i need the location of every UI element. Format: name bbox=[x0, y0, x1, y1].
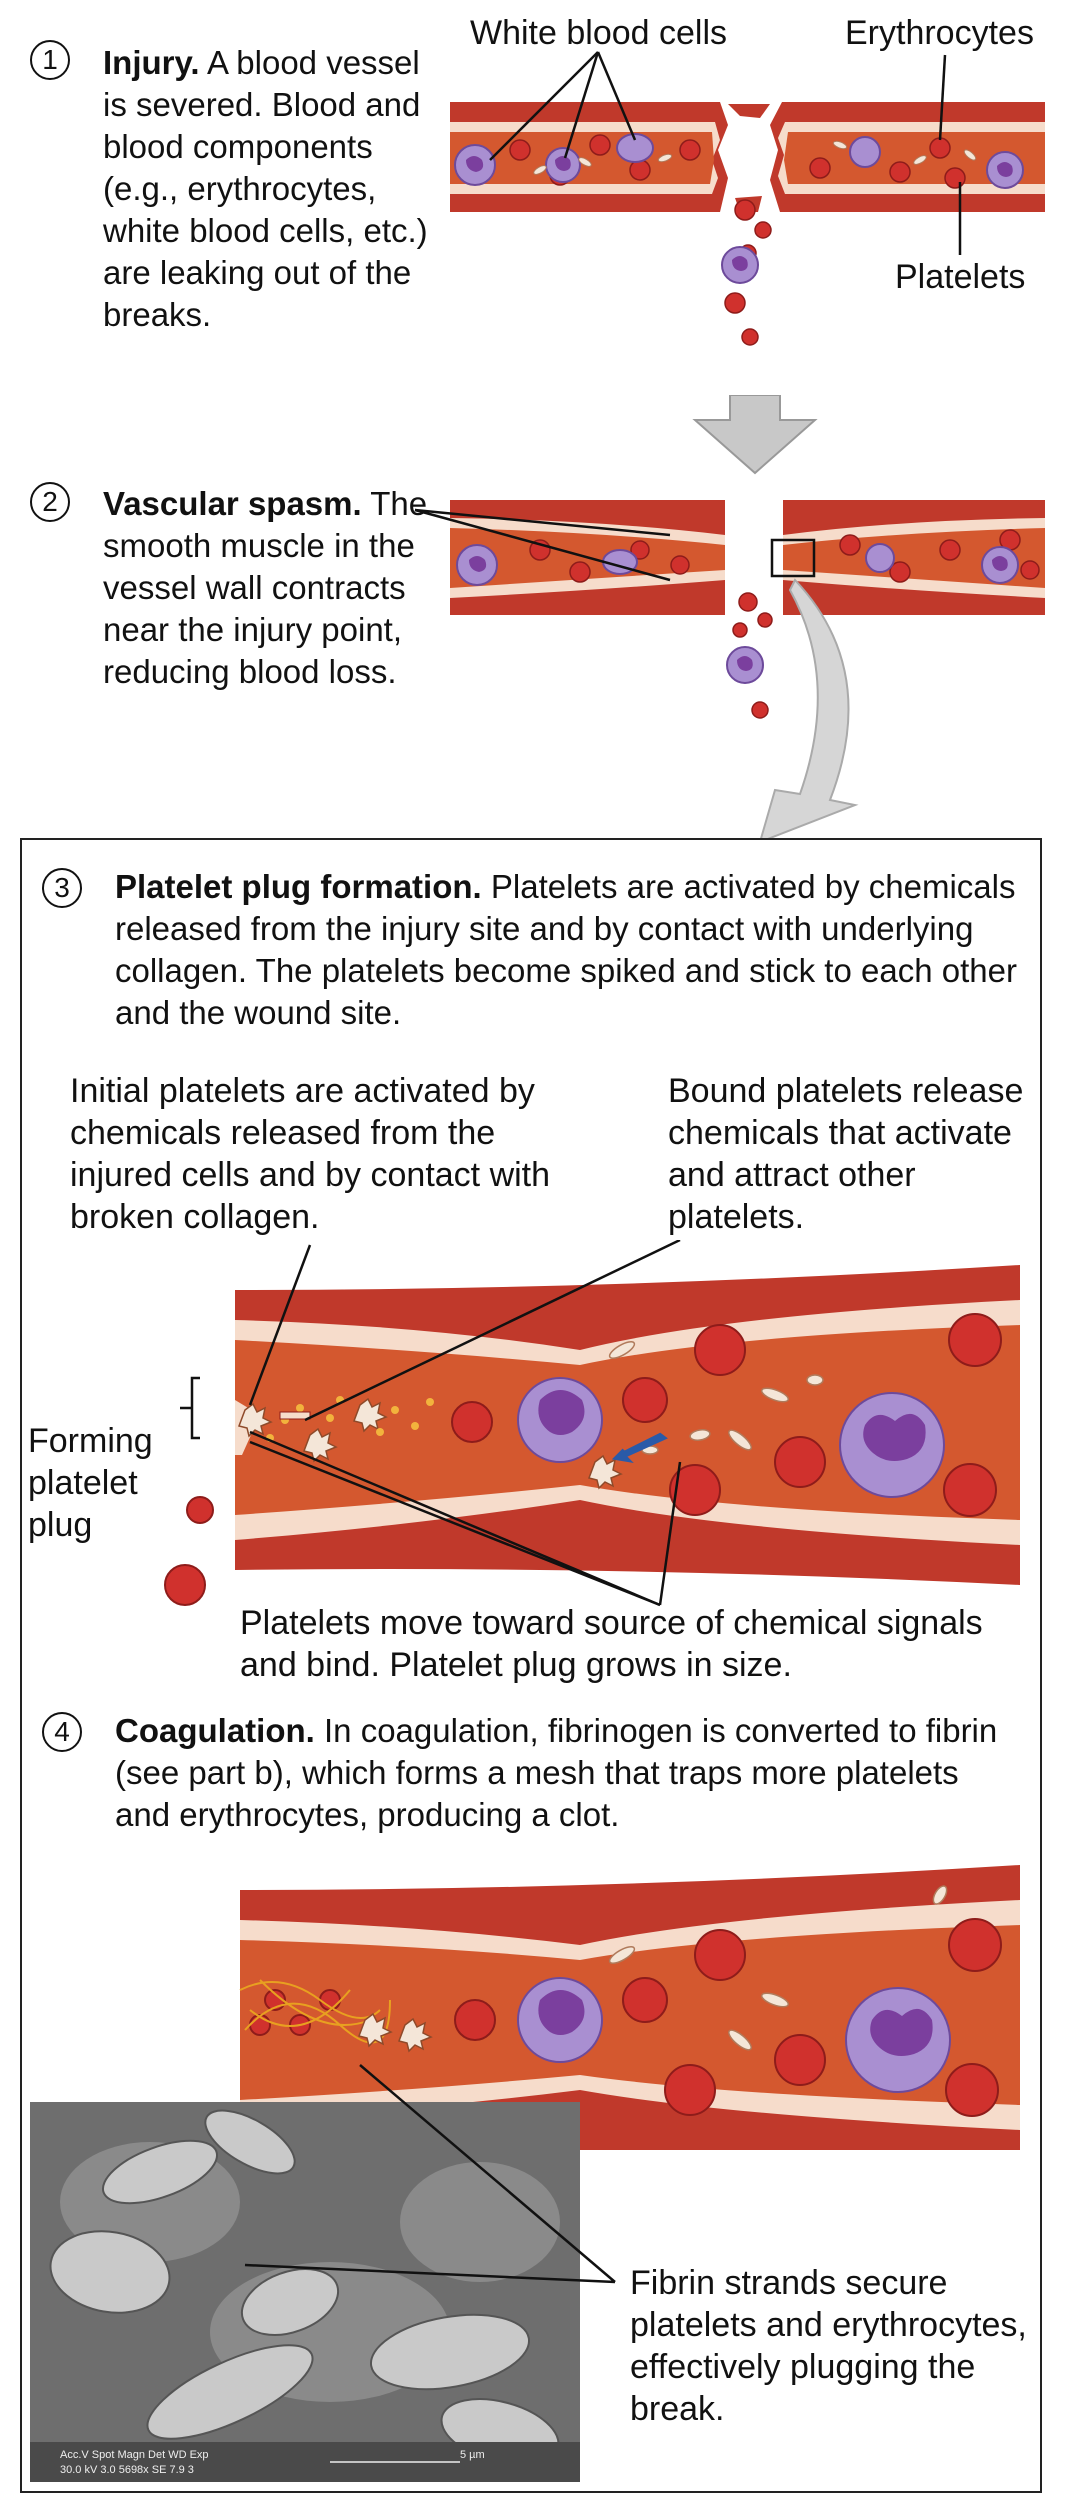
label-platelets-move: Platelets move toward source of chemical… bbox=[240, 1604, 983, 1684]
zoom-arrow bbox=[759, 578, 859, 840]
chemical-release-marker bbox=[279, 1411, 311, 1420]
white-blood-cells-group bbox=[454, 133, 1024, 284]
spasm-erythrocytes bbox=[529, 529, 1040, 719]
vessel-right-segment bbox=[770, 102, 1045, 212]
step-4-description: In coagulation, fibrinogen is converted … bbox=[115, 1712, 998, 1833]
step-2-number: 2 bbox=[30, 482, 70, 522]
scale-label: 5 µm bbox=[460, 2449, 485, 2461]
label-bound-platelets: Bound platelets release chemicals that a… bbox=[668, 1072, 1024, 1236]
sem-erythrocytes bbox=[49, 2109, 560, 2466]
chemical-signals bbox=[266, 1396, 434, 1442]
coag-wbc bbox=[517, 1977, 951, 2093]
step1-leader-lines bbox=[489, 51, 962, 255]
step-4-title: Coagulation. bbox=[115, 1712, 315, 1749]
step-2-description: The smooth muscle in the vessel wall con… bbox=[103, 485, 428, 690]
step-1-text: Injury. A blood vessel is severed. Blood… bbox=[103, 42, 433, 336]
step-2-title: Vascular spasm. bbox=[103, 485, 362, 522]
wall-fragment bbox=[728, 104, 770, 118]
plug-platelets bbox=[608, 1341, 824, 1455]
step-4-text: Coagulation. In coagulation, fibrinogen … bbox=[115, 1710, 1015, 1836]
sem-meta-line1: Acc.V Spot Magn Det WD Exp bbox=[60, 2449, 209, 2461]
fibrin-leader-lines bbox=[244, 2064, 616, 2284]
step-3-title: Platelet plug formation. bbox=[115, 868, 482, 905]
sem-micrograph: Acc.V Spot Magn Det WD Exp 30.0 kV 3.0 5… bbox=[30, 2102, 580, 2482]
platelets-group bbox=[533, 140, 977, 175]
down-arrow bbox=[692, 395, 818, 475]
attract-arrow-icon bbox=[611, 1432, 668, 1463]
step-1-number: 1 bbox=[30, 40, 70, 80]
label-fibrin-strands: Fibrin strands secure platelets and eryt… bbox=[630, 2264, 1027, 2428]
step-1-title: Injury. bbox=[103, 44, 200, 81]
step2-leader-lines bbox=[414, 508, 671, 582]
step-4-number: 4 bbox=[42, 1712, 82, 1752]
step-3-number: 3 bbox=[42, 868, 82, 908]
zoom-box bbox=[770, 538, 816, 578]
plug-erythrocytes bbox=[164, 1313, 1002, 1606]
coag-platelets bbox=[608, 1885, 948, 2051]
step3-leader-lines bbox=[248, 1240, 682, 1607]
spasm-wbc bbox=[456, 543, 1019, 684]
vascular-spasm-illustration bbox=[414, 500, 1045, 840]
fibrin-mesh bbox=[239, 1979, 391, 2044]
step-3-text: Platelet plug formation. Platelets are a… bbox=[115, 866, 1035, 1034]
label-initial-platelets: Initial platelets are activated by chemi… bbox=[70, 1072, 551, 1236]
sem-info-bar bbox=[30, 2442, 580, 2482]
platelet-plug-illustration bbox=[164, 1240, 1020, 1607]
label-platelets: Platelets bbox=[895, 258, 1026, 296]
injury-vessel-illustration bbox=[450, 51, 1045, 346]
step-2-text: Vascular spasm. The smooth muscle in the… bbox=[103, 483, 463, 693]
label-white-blood-cells: White blood cells bbox=[470, 14, 728, 52]
forming-plug-bracket bbox=[180, 1376, 200, 1440]
step-3-description: Platelets are activated by chemicals rel… bbox=[115, 868, 1017, 1031]
coag-activated-platelets bbox=[358, 2012, 433, 2053]
plug-wbc bbox=[517, 1377, 945, 1498]
detail-panel bbox=[20, 838, 1042, 2493]
label-forming-plug: Forming platelet plug bbox=[28, 1422, 153, 1544]
label-erythrocytes: Erythrocytes bbox=[845, 14, 1034, 52]
sem-meta-line2: 30.0 kV 3.0 5698x SE 7.9 3 bbox=[60, 2464, 194, 2476]
step-1-description: A blood vessel is severed. Blood and blo… bbox=[103, 44, 428, 333]
activated-platelets bbox=[238, 1397, 623, 1490]
coagulation-illustration bbox=[239, 1865, 1020, 2150]
